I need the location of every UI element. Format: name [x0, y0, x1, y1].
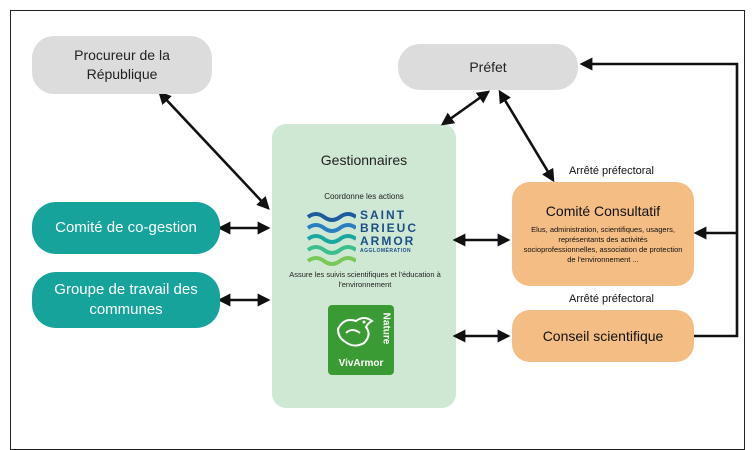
assure-text: Assure les suivis scientifiques et l'édu…: [289, 270, 441, 289]
vivarmor-nature-text: Nature: [380, 312, 392, 345]
bird-icon: [336, 317, 374, 347]
groupe-label: Groupe de travail des communes: [54, 281, 198, 318]
cogestion-node: Comité de co-gestion: [32, 202, 220, 254]
conseil-label: Conseil scientifique: [542, 328, 664, 344]
coordonne-text: Coordonne les actions: [324, 192, 404, 201]
sba-word-1: SAINT: [360, 208, 406, 222]
arrow-procureur-gestionnaires: [158, 91, 270, 210]
cogestion-label: Comité de co-gestion: [55, 219, 197, 236]
diagram-canvas: Procureur de la République Préfet Comité…: [10, 10, 745, 450]
gestionnaires-title: Gestionnaires: [320, 152, 408, 168]
vivarmor-name-text: VivArmor: [338, 358, 384, 369]
sba-word-2: BRIEUC: [360, 221, 419, 235]
sba-word-3: ARMOR: [360, 234, 416, 248]
saint-brieuc-armor-logo: SAINT BRIEUC ARMOR AGGLOMÉRATION: [306, 203, 426, 267]
procureur-node: Procureur de la République: [32, 36, 212, 94]
comite-consultatif-desc: Elus, administration, scientifiques, usa…: [523, 225, 683, 264]
arrow-prefet-gestionnaires: [440, 90, 491, 126]
sba-word-4: AGGLOMÉRATION: [360, 248, 412, 254]
arrow-conseil-to-prefet: [579, 57, 739, 338]
procureur-label: Procureur de la République: [74, 47, 170, 82]
comite-consultatif-node: Comité Consultatif Elus, administration,…: [512, 182, 694, 286]
conseil-scientifique-node: Conseil scientifique: [512, 310, 694, 362]
arrete-label-1: Arrêté préfectoral: [569, 165, 654, 177]
connector-arrows: [158, 57, 739, 343]
comite-consultatif-title: Comité Consultatif: [545, 203, 661, 219]
arrow-prefet-comite-consultatif: [498, 89, 555, 183]
prefet-node: Préfet: [398, 44, 578, 90]
prefet-label: Préfet: [469, 58, 507, 75]
waves-icon: [306, 212, 356, 266]
arrete-label-2: Arrêté préfectoral: [569, 293, 654, 305]
groupe-node: Groupe de travail des communes: [32, 272, 220, 328]
vivarmor-logo: Nature VivArmor: [328, 305, 394, 375]
